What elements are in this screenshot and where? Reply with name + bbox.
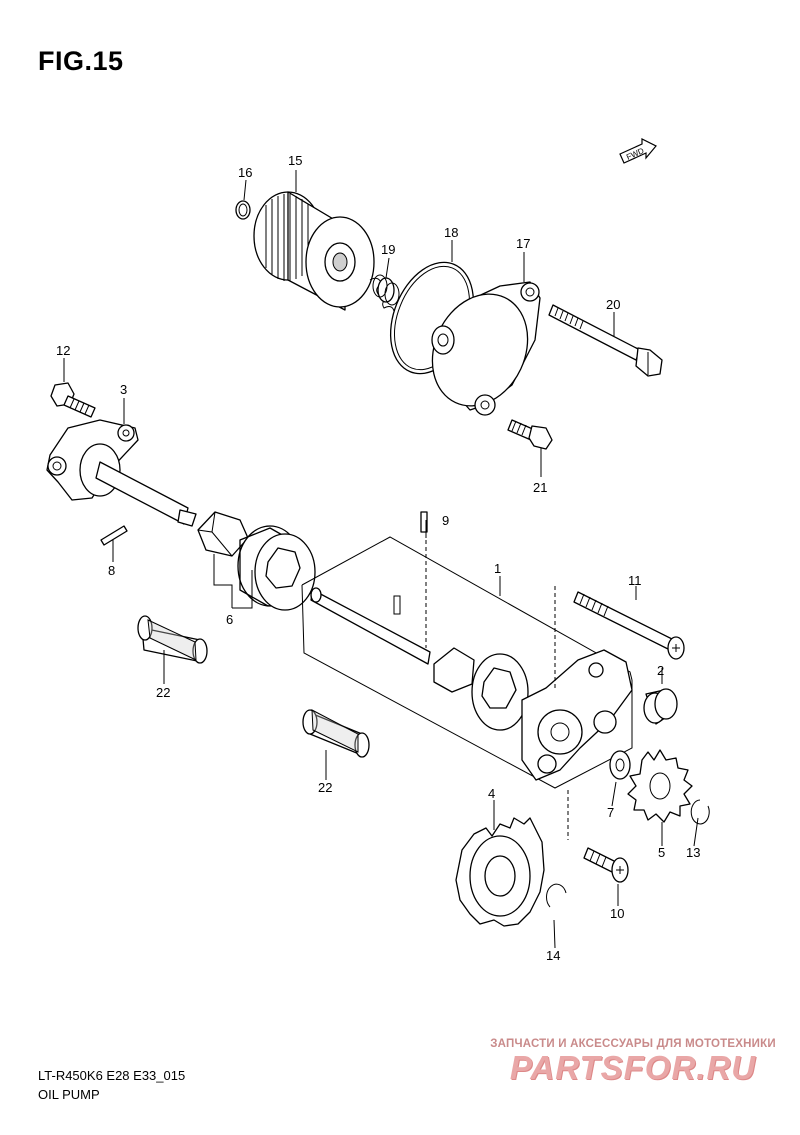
callout-labels: 1 2 3 4 5 6 7 8 9 10 11 12 13 14 15 16 1… xyxy=(56,153,700,963)
forward-arrow-icon: FWD xyxy=(619,138,657,164)
callout-22-upper: 22 xyxy=(156,685,170,700)
callout-16: 16 xyxy=(238,165,252,180)
part-7-washer xyxy=(609,750,631,780)
part-2-bushing xyxy=(643,688,678,725)
model-code: LT-R450K6 E28 E33_015 xyxy=(38,1068,186,1083)
part-17-filter-cap xyxy=(431,281,541,416)
callout-9: 9 xyxy=(442,513,449,528)
part-20-bolt xyxy=(548,304,663,377)
part-5-gear xyxy=(627,749,693,823)
callout-1: 1 xyxy=(494,561,501,576)
callout-8: 8 xyxy=(108,563,115,578)
part-14-circlip xyxy=(546,883,567,908)
callout-10: 10 xyxy=(610,906,624,921)
forward-direction-badge: FWD xyxy=(618,136,658,171)
part-22-dowel-upper xyxy=(137,615,208,664)
part-15-oil-filter xyxy=(253,191,375,311)
watermark-tagline: ЗАПЧАСТИ И АКСЕССУАРЫ ДЛЯ МОТОТЕХНИКИ xyxy=(490,1038,776,1050)
callout-13: 13 xyxy=(686,845,700,860)
callout-19: 19 xyxy=(381,242,395,257)
callout-7: 7 xyxy=(607,805,614,820)
fwd-label: FWD xyxy=(625,146,646,162)
part-6-rotor-set xyxy=(197,511,316,611)
part-11-screw xyxy=(573,591,685,660)
callout-5: 5 xyxy=(658,845,665,860)
callout-17: 17 xyxy=(516,236,530,251)
figure-caption: OIL PUMP xyxy=(38,1087,100,1102)
part-22-dowel-lower xyxy=(302,709,370,758)
part-21-bolt xyxy=(507,419,553,450)
part-4-gear xyxy=(455,817,545,927)
part-3-cover-shaft xyxy=(46,419,197,527)
callout-3: 3 xyxy=(120,382,127,397)
site-watermark: ЗАПЧАСТИ И АКСЕССУАРЫ ДЛЯ МОТОТЕХНИКИ PA… xyxy=(478,1038,788,1086)
callout-6: 6 xyxy=(226,612,233,627)
callout-18: 18 xyxy=(444,225,458,240)
callout-20: 20 xyxy=(606,297,620,312)
part-19-spring xyxy=(369,274,400,312)
callout-22-lower: 22 xyxy=(318,780,332,795)
leader-lines xyxy=(63,170,699,949)
part-8-pin xyxy=(100,525,128,546)
part-1-pump-assembly xyxy=(301,536,633,789)
part-16-o-ring xyxy=(235,200,251,220)
part-10-screw xyxy=(583,847,629,883)
watermark-brand: PARTSFOR.RU xyxy=(509,1049,757,1086)
callout-12: 12 xyxy=(56,343,70,358)
figure-footer: LT-R450K6 E28 E33_015 OIL PUMP xyxy=(38,1066,185,1104)
part-13-circlip xyxy=(690,799,710,825)
figure-title: FIG.15 xyxy=(38,46,124,76)
callout-11: 11 xyxy=(628,573,642,588)
part-12-bolt xyxy=(50,382,96,418)
callout-2: 2 xyxy=(657,663,664,678)
callout-15: 15 xyxy=(288,153,302,168)
callout-21: 21 xyxy=(533,480,547,495)
callout-14: 14 xyxy=(546,948,560,963)
callout-4: 4 xyxy=(488,786,495,801)
